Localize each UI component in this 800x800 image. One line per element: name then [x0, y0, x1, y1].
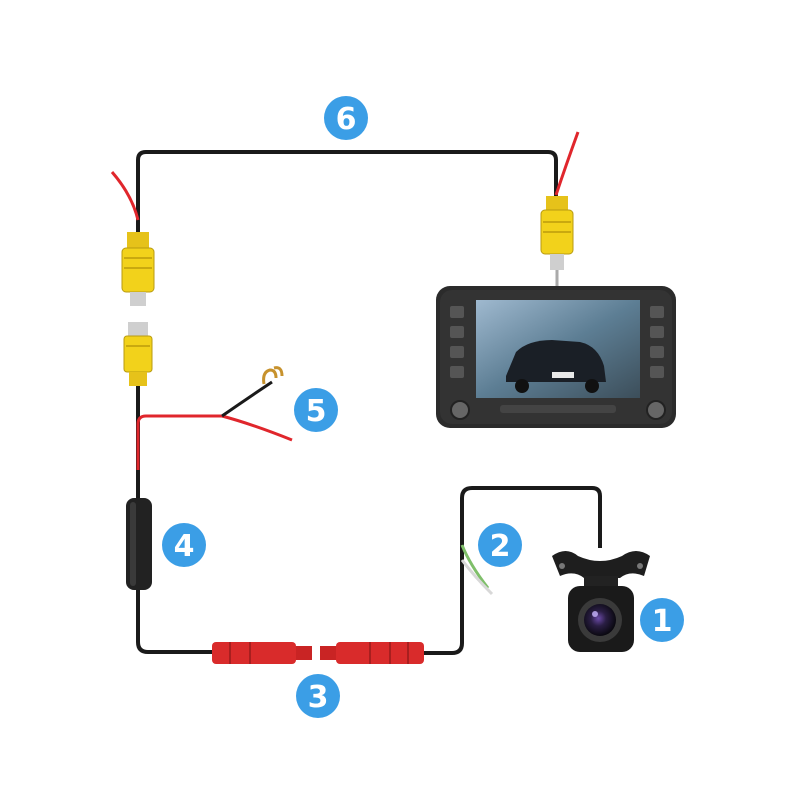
trigger-wire-right	[554, 131, 580, 196]
svg-text:6: 6	[336, 102, 357, 137]
video-cable-bottom	[136, 590, 214, 654]
svg-text:1: 1	[652, 604, 673, 639]
trigger-wire-left	[110, 171, 140, 221]
camera-cable	[424, 486, 602, 655]
rca-plug-right	[540, 196, 574, 290]
car-stereo-monitor-icon	[436, 286, 676, 428]
filter-box	[126, 498, 152, 590]
svg-text:3: 3	[308, 680, 329, 715]
badge-video-cable: 6	[324, 96, 368, 140]
badge-power-wire: 5	[294, 388, 338, 432]
connector-female	[320, 642, 424, 664]
video-cable-top	[136, 150, 558, 232]
badge-camera-cable: 2	[478, 523, 522, 567]
svg-text:5: 5	[306, 394, 327, 429]
connector-male	[212, 642, 312, 664]
rca-jack-left-lower	[123, 322, 153, 386]
badge-filter-box: 4	[162, 523, 206, 567]
camera-guide-wire-white	[460, 559, 494, 596]
power-wire-red	[136, 414, 293, 470]
camera-guide-wire-green	[460, 544, 490, 589]
power-wire-black	[221, 380, 273, 418]
rear-view-camera-icon	[552, 551, 650, 652]
badge-connector: 3	[296, 674, 340, 718]
ground-ring-terminal	[262, 366, 284, 385]
svg-text:2: 2	[490, 529, 511, 564]
rca-plug-left-upper	[121, 232, 155, 306]
svg-text:4: 4	[174, 529, 195, 564]
badge-camera: 1	[640, 598, 684, 642]
